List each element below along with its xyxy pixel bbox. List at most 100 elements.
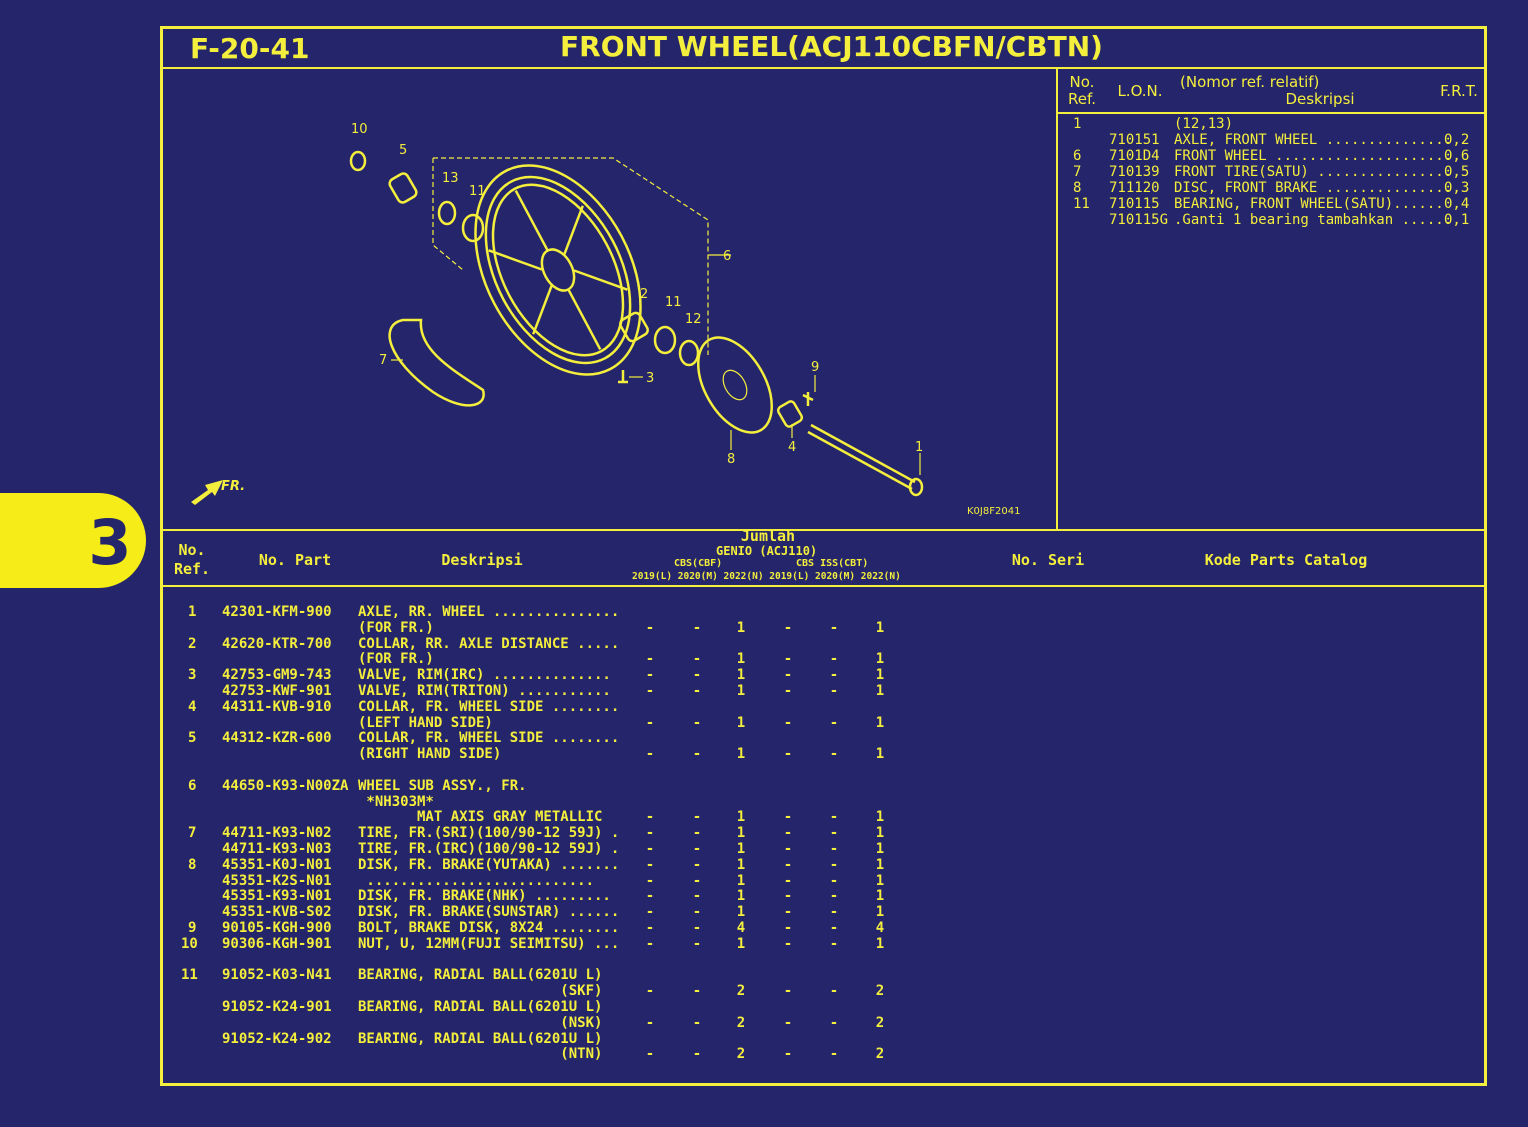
ref-table-frt: 0,4 [1444, 196, 1470, 212]
part-quantity: - [783, 746, 793, 763]
part-quantity: - [645, 746, 655, 763]
serial-header: No. Seri [1011, 551, 1085, 569]
part-quantity: - [645, 841, 655, 857]
part-quantity: - [783, 651, 793, 668]
part-ref: 7 [188, 825, 197, 842]
ref-table-lon: 7101D4 [1109, 148, 1160, 164]
part-quantity: - [829, 841, 839, 857]
part-number: 45351-K0J-N01 [222, 856, 332, 873]
part-quantity: - [692, 856, 702, 873]
part-number: 90105-KGH-900 [222, 920, 332, 936]
part-quantity: 1 [736, 714, 746, 731]
part-quantity: - [645, 667, 655, 684]
part-description: COLLAR, FR. WHEEL SIDE ........ [358, 730, 620, 747]
part-quantity: - [783, 1046, 793, 1063]
part-quantity: - [783, 619, 793, 636]
lon-header: L.O.N. [1117, 82, 1163, 100]
quantity-header: Jumlah [740, 527, 796, 545]
ref-table-desc: FRONT WHEEL ..................... [1174, 148, 1453, 164]
part-quantity: 1 [736, 904, 746, 921]
ref-no-header: No.Ref. [1068, 73, 1096, 108]
part-quantity: 1 [875, 872, 885, 889]
part-number: 45351-K93-N01 [222, 888, 332, 905]
part-quantity: 2 [736, 983, 746, 1000]
part-quantity: 1 [736, 619, 746, 636]
ref-table-lon: 710151 [1109, 132, 1160, 148]
callout-2: 2 [640, 287, 648, 302]
part-quantity: - [692, 983, 702, 1000]
part-quantity: - [783, 841, 793, 857]
part-quantity: - [783, 714, 793, 731]
part-number: 45351-KVB-S02 [222, 904, 332, 921]
ref-table-frt: 0,3 [1444, 180, 1470, 196]
section-tab[interactable] [0, 493, 146, 588]
front-wheel-drawing [474, 164, 642, 376]
part-quantity: 1 [875, 746, 885, 763]
part-description: DISK, FR. BRAKE(NHK) ......... [358, 888, 611, 905]
part-ref: 8 [188, 856, 197, 873]
part-quantity: - [783, 904, 793, 921]
callout-4: 4 [788, 440, 796, 455]
ref-header-divider [1058, 112, 1487, 114]
callout-12: 12 [685, 312, 702, 327]
part-number-header: No. Part [258, 551, 332, 569]
part-number: 42620-KTR-700 [222, 635, 332, 652]
ref-table-ref: 1 [1073, 116, 1082, 132]
part-quantity: - [829, 746, 839, 763]
header-divider [160, 67, 1487, 69]
page-code: F-20-41 [190, 32, 310, 65]
part-quantity: - [645, 904, 655, 921]
part-description: COLLAR, FR. WHEEL SIDE ........ [358, 698, 620, 715]
part-quantity: 1 [875, 935, 885, 952]
callout-9: 9 [811, 360, 819, 375]
part-quantity: - [645, 935, 655, 952]
front-tire-drawing [388, 318, 485, 407]
part-quantity: 1 [875, 714, 885, 731]
part-quantity: - [645, 825, 655, 842]
ref-table-ref: 11 [1073, 196, 1090, 212]
part-quantity: - [645, 651, 655, 668]
part-quantity: 1 [736, 856, 746, 873]
part-number: 91052-K24-902 [222, 1030, 332, 1047]
part-quantity: - [783, 809, 793, 826]
wheel-frame-box [432, 157, 709, 355]
fr-arrow-icon [191, 480, 223, 505]
part-description: (LEFT HAND SIDE) [358, 714, 493, 731]
part-quantity: - [783, 683, 793, 699]
part-description: VALVE, RIM(IRC) .............. [358, 667, 611, 684]
brake-disk-drawing [696, 336, 774, 434]
part-quantity: - [692, 667, 702, 684]
part-quantity: - [692, 872, 702, 889]
part-quantity: - [692, 683, 702, 699]
fr-marker: FR. [221, 479, 245, 494]
catalog-frame [160, 26, 1487, 1086]
iss-header: CBS ISS(CBT) [796, 558, 869, 569]
callout-3: 3 [646, 371, 654, 386]
ref-table-frt: 0,1 [1444, 212, 1470, 228]
years-header: 2019(L) 2020(M) 2022(N) 2019(L) 2020(M) … [632, 571, 901, 582]
part-quantity: - [692, 651, 702, 668]
part-description: COLLAR, RR. AXLE DISTANCE ..... [358, 635, 620, 652]
part-quantity: 2 [875, 1014, 885, 1031]
ref-table-frt: 0,6 [1444, 148, 1470, 164]
part-quantity: - [692, 619, 702, 636]
part-quantity: - [829, 809, 839, 826]
part-description: AXLE, RR. WHEEL ............... [358, 604, 620, 620]
part-quantity: - [829, 935, 839, 952]
part-quantity: 1 [736, 651, 746, 668]
part-quantity: 1 [875, 619, 885, 636]
ref-table-desc: DISC, FRONT BRAKE ............... [1174, 180, 1453, 196]
part-number: 91052-K03-N41 [222, 967, 332, 984]
part-quantity: - [829, 651, 839, 668]
leader-lines [391, 254, 921, 475]
part-quantity: 2 [875, 1046, 885, 1063]
part-description: *NH303M* [358, 793, 434, 810]
ref-table-lon: 710115G [1109, 212, 1169, 228]
part-quantity: - [783, 935, 793, 952]
cbs-header: CBS(CBF) [674, 558, 723, 569]
callout-11: 11 [469, 184, 486, 199]
part-description: (FOR FR.) [358, 619, 434, 636]
part-ref: 2 [188, 635, 197, 652]
part-quantity: 1 [875, 651, 885, 668]
part-quantity: 1 [875, 809, 885, 826]
